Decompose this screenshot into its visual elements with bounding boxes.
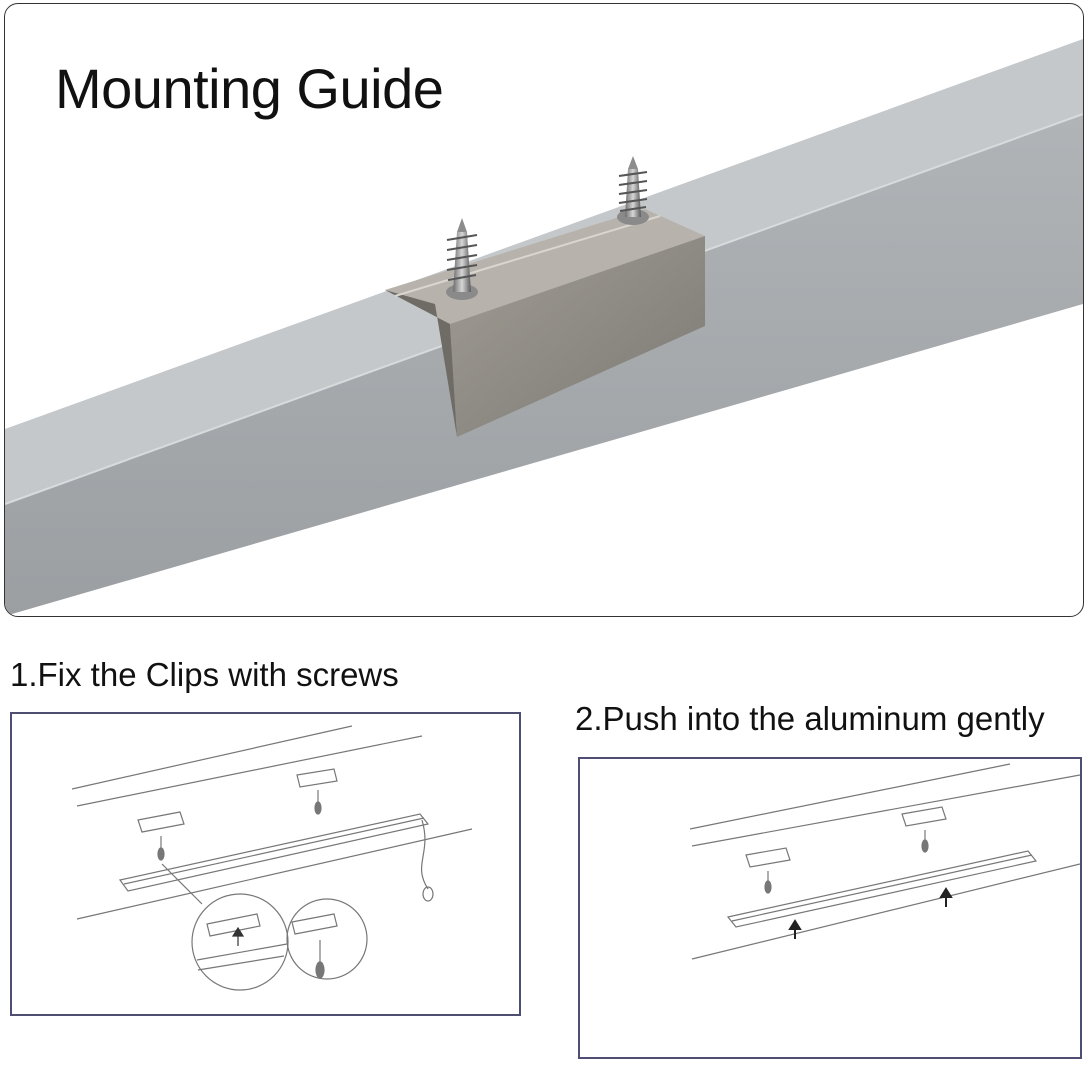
magnifier-icon — [286, 898, 368, 980]
magnifier-icon — [161, 863, 289, 991]
cable-plug-icon — [420, 819, 434, 902]
screw-icon — [617, 156, 649, 225]
screw-icon — [446, 218, 478, 300]
step-1-diagram — [10, 712, 521, 1016]
step-1-label: 1.Fix the Clips with screws — [10, 656, 399, 693]
photo-panel: Mounting Guide — [4, 3, 1084, 617]
step-2-diagram — [578, 757, 1082, 1059]
screw-icon — [764, 830, 929, 894]
screw-icon — [157, 790, 322, 861]
led-strip-icon — [118, 813, 430, 892]
arrow-up-icon — [939, 887, 953, 907]
clip-icon — [745, 806, 947, 868]
step-2-label: 2.Push into the aluminum gently — [575, 700, 1045, 737]
led-strip-icon — [726, 850, 1038, 928]
aluminum-profile-photo — [5, 39, 1083, 616]
clip-icon — [137, 768, 338, 833]
arrow-up-icon — [788, 919, 802, 939]
page-title: Mounting Guide — [55, 57, 444, 120]
arrow-up-icon — [231, 926, 245, 946]
